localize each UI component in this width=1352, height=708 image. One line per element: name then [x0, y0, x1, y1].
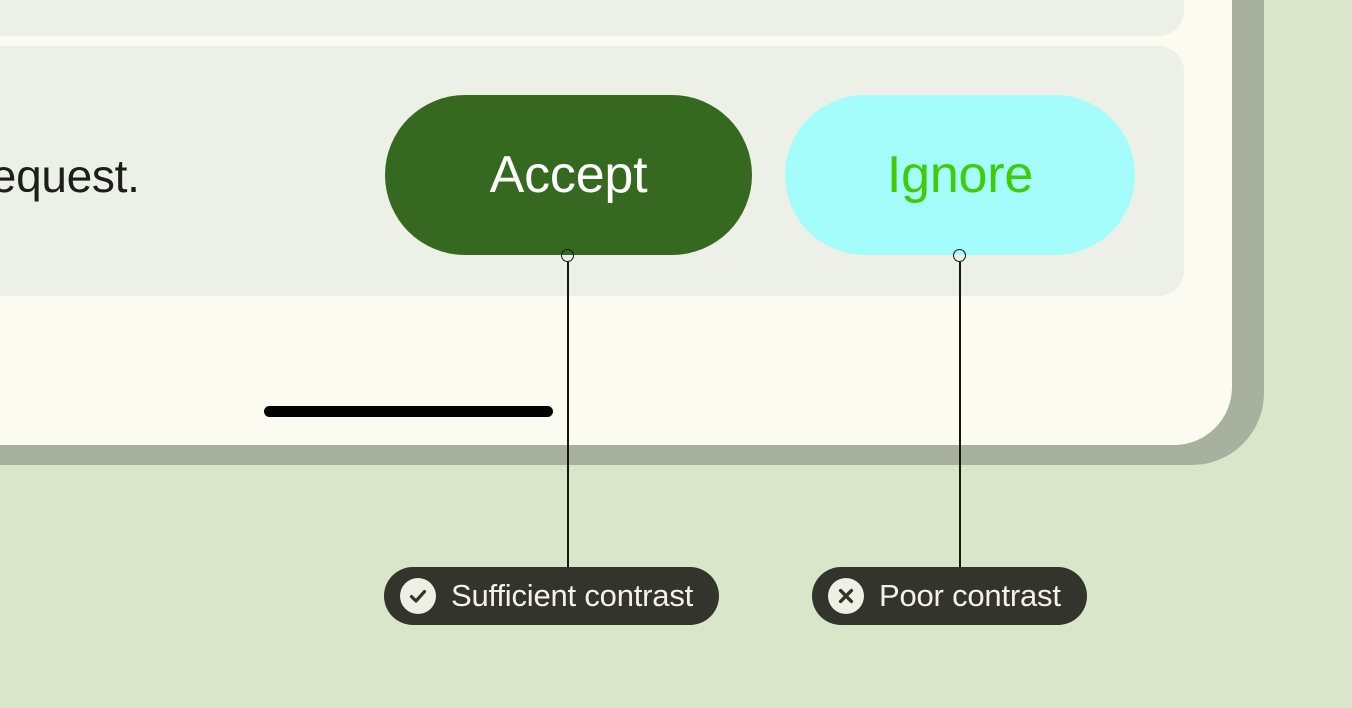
- annotation-badge-sufficient-contrast: Sufficient contrast: [384, 567, 720, 625]
- home-indicator-bar: [264, 406, 553, 417]
- card-body-text: a request.: [0, 150, 140, 202]
- leader-dot-icon: [561, 249, 574, 262]
- check-circle-icon: [400, 578, 436, 614]
- annotation-label: Poor contrast: [879, 578, 1061, 613]
- card-above: [0, 0, 1184, 36]
- leader-stem: [959, 262, 961, 567]
- x-circle-icon: [828, 578, 864, 614]
- leader-dot-icon: [953, 249, 966, 262]
- ignore-button[interactable]: Ignore: [785, 95, 1135, 255]
- annotation-badge-poor-contrast: Poor contrast: [812, 567, 1087, 625]
- accept-button[interactable]: Accept: [385, 95, 752, 255]
- annotation-label: Sufficient contrast: [451, 578, 694, 613]
- leader-stem: [567, 262, 569, 567]
